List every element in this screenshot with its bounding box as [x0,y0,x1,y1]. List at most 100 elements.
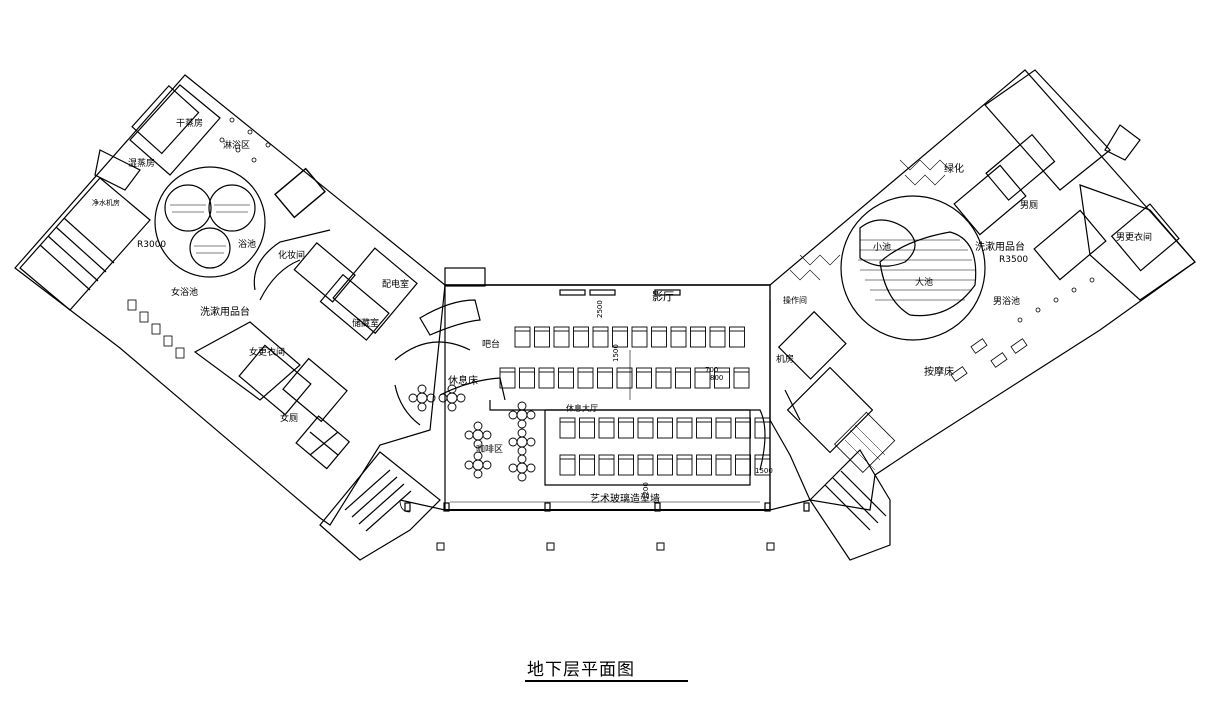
label-hua-zhuang: 化妆间 [278,249,305,261]
seat [499,367,516,389]
seat [538,367,555,389]
left-stair-block [19,177,151,311]
seat [675,367,691,389]
dim-1200: 1200 [642,482,650,500]
cafe-chair [526,410,536,420]
title-underline [525,680,688,682]
cafe-table [516,436,528,448]
label-ka-fei: 咖啡区 [476,443,503,455]
cafe-chair [482,430,492,440]
left-pool-a [164,184,212,232]
right-stair-block [1079,184,1196,301]
seat [651,326,667,348]
seat [636,367,652,389]
seat [598,417,615,439]
seat [553,326,570,348]
right-bottom-stair [809,449,891,561]
seat [598,454,615,476]
label-xiu-xi-da-ting: 休息大厅 [566,403,598,413]
seat [754,454,771,476]
seat [657,454,673,476]
cafe-table [472,429,484,441]
label-gan-zheng: 干蒸房 [176,117,203,129]
seat [655,367,672,389]
right-wing [769,69,1196,561]
lounge-partition [489,400,751,486]
cafe-chair [508,437,518,447]
cafe-table [472,459,484,471]
cafe-chair [526,463,536,473]
seat [519,367,535,389]
right-hatched-room [834,411,896,473]
seat [696,417,712,439]
label-chu-cang: 储藏室 [352,317,379,329]
label-nv-geng-yi: 女更衣间 [249,346,285,358]
label-nv-ce: 女厕 [280,412,298,424]
label-xi-shu-right: 洗漱用品台 [975,240,1025,253]
label-yu-chi: 浴池 [238,238,256,250]
right-pool-outline [840,195,986,341]
right-pool-large [879,231,977,317]
dim-1500-b: 1500 [755,467,773,475]
label-shi-zheng: 湿蒸房 [128,157,155,169]
cafe-chair [473,451,483,461]
cafe-chair [473,421,483,431]
seat [735,454,751,476]
cafe-chair [447,402,457,412]
cafe-chair [517,401,527,411]
cafe-chair [482,460,492,470]
label-cao-zuo: 操作间 [783,295,807,305]
seat [657,417,673,439]
seat [559,454,576,476]
cafe-chair [517,428,527,438]
bar-counter [419,299,481,336]
dim-1500-a: 1500 [612,344,620,362]
projection-screen [589,289,616,296]
label-da-chi: 大池 [915,276,933,288]
seat [676,417,693,439]
left-pool-b [208,184,256,232]
label-ji-fang: 机房 [776,353,794,365]
cafe-chair [517,472,527,482]
left-wing [14,74,446,561]
cafe-table [416,392,428,404]
seat [618,417,634,439]
left-pool-c [189,227,231,269]
label-xi-shu-left: 洗漱用品台 [200,305,250,318]
seat [592,326,609,348]
seat [694,367,711,389]
label-an-mo-chuang: 按摩床 [924,365,954,378]
left-bottom-stair [319,451,441,561]
seat [616,367,633,389]
dim-2500: 2500 [596,300,604,318]
label-pei-dian: 配电室 [382,278,409,290]
landscaping [789,159,951,281]
seat [676,454,693,476]
cafe-chair [417,402,427,412]
seat [579,417,595,439]
central-hall [394,267,811,551]
cafe-table [516,409,528,421]
label-nv-yu-chi: 女浴池 [171,286,198,298]
theater-seats [499,326,771,476]
cafe-chair [447,384,457,394]
seat [715,454,732,476]
seat [709,326,726,348]
cafe-table [446,392,458,404]
seat [514,326,531,348]
right-wing-outline [769,69,1196,511]
seat [696,454,712,476]
seat [618,454,634,476]
right-pool-small [859,219,916,267]
seat [714,367,730,389]
cafe-chair [508,463,518,473]
seat [597,367,613,389]
seat [670,326,687,348]
seat [579,454,595,476]
cafe-chair [438,393,448,403]
cafe-chair [426,393,436,403]
seat [690,326,706,348]
left-wing-outline [14,74,446,526]
seat [715,417,732,439]
